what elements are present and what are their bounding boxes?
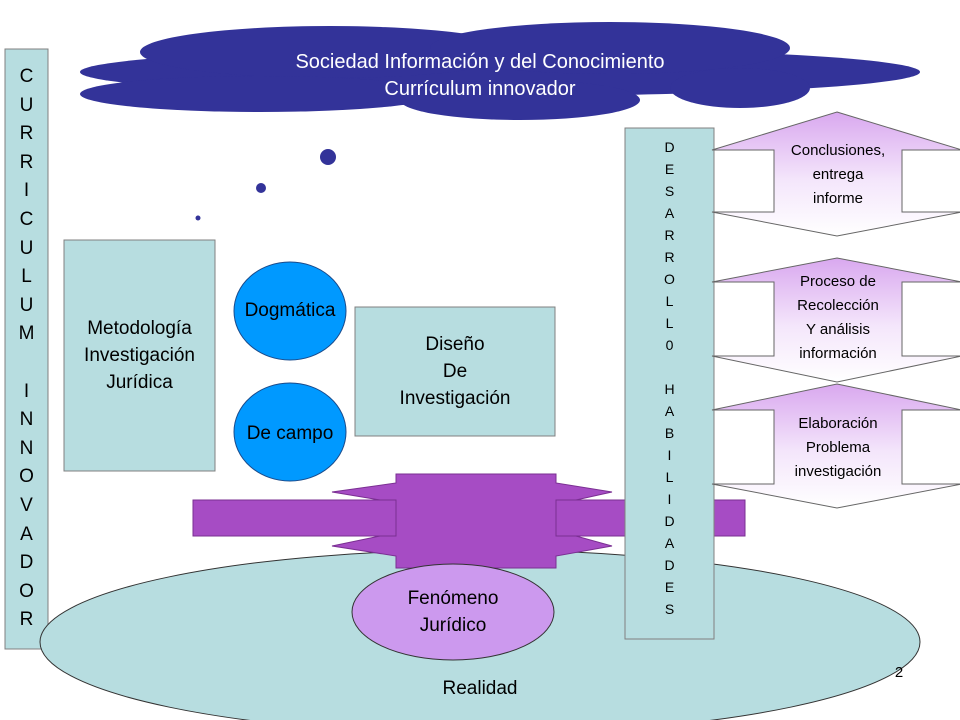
sidebar-letter: C [19,208,34,230]
metodologia-line-1: Metodología [87,318,192,339]
desarrollo-letter: D [664,557,675,573]
step-1-line-2: entrega [812,166,864,183]
sidebar-letter: V [20,494,33,516]
sidebar-letter: N [19,437,34,459]
desarrollo-letter: O [664,271,675,287]
de-campo-ellipse [233,382,347,482]
desarrollo-letter: L [665,315,674,331]
step-label-elaboracion: Elaboración Problema investigación [768,410,908,486]
fenomeno-line-2: Jurídico [419,615,487,636]
desarrollo-letter: D [664,139,675,155]
sidebar-letter: A [20,523,33,545]
sidebar-letter: C [19,66,34,87]
desarrollo-letter [625,356,714,378]
step-shape-proceso [711,257,960,383]
step-3-line-1: Elaboración [798,415,878,432]
realidad-label: Realidad [442,678,518,699]
page-number: 2 [894,663,904,681]
step-2-line-4: información [799,345,877,362]
sidebar-letter: M [18,323,35,345]
metodologia-line-2: Investigación [84,345,195,366]
desarrollo-letter: E [664,161,675,177]
sidebar-letter: U [19,94,34,116]
sidebar-letter: O [19,580,34,602]
dogmatica-label: Dogmática [244,300,336,321]
sidebar-letter: N [19,409,34,431]
fenomeno-label: Fenómeno Jurídico [352,584,554,640]
curriculum-sidebar [4,48,49,650]
step-2-line-3: Y análisis [806,321,870,338]
step-2-line-2: Recolección [797,297,879,314]
sidebar-letter: R [19,123,34,145]
de-campo-label: De campo [246,423,334,444]
cloud-title: Sociedad Información y del Conocimiento … [200,44,760,108]
desarrollo-letter: S [664,183,675,199]
desarrollo-letter: I [667,491,672,507]
desarrollo-letter: E [664,579,675,595]
sidebar-letter: D [19,552,34,574]
sidebar-letter: U [19,294,34,316]
sidebar-letter [5,349,48,378]
sidebar-letter: R [19,609,34,631]
sidebar-letter: R [19,151,34,173]
diseno-line-3: Investigación [399,388,511,409]
cloud-shape [80,22,920,120]
cloud-line-2: Currículum innovador [384,78,576,100]
sidebar-letter: I [23,380,30,402]
dogmatica-ellipse [233,261,347,361]
up-down-arrow [331,473,613,569]
step-label-conclusiones: Conclusiones, entrega informe [774,137,902,213]
step-3-line-2: Problema [805,439,871,456]
desarrollo-letter: R [664,249,675,265]
metodologia-label: Metodología Investigación Jurídica [64,240,215,471]
desarrollo-column [624,127,715,640]
metodologia-box [63,239,216,472]
diseno-line-2: De [442,361,468,382]
thought-bubbles [195,149,336,221]
desarrollo-letter: L [665,293,674,309]
step-3-line-3: investigación [794,463,882,480]
metodologia-line-3: Jurídica [106,372,173,393]
step-label-proceso: Proceso de Recolección Y análisis inform… [768,268,908,368]
desarrollo-letter: I [667,447,672,463]
sidebar-letter: I [23,180,30,202]
desarrollo-letter: R [664,227,675,243]
desarrollo-letter: D [664,513,675,529]
diseno-box [354,306,556,437]
step-1-line-1: Conclusiones, [790,142,886,159]
sidebar-letter: O [19,466,34,488]
desarrollo-letter: A [664,205,675,221]
desarrollo-letter: B [664,425,675,441]
step-2-line-1: Proceso de [800,273,876,290]
desarrollo-letter: A [664,535,675,551]
desarrollo-letter: 0 [665,337,674,353]
desarrollo-letter: S [664,601,675,617]
diseno-label: Diseño De Investigación [355,307,555,436]
sidebar-letter: L [21,266,32,288]
step-shape-elaboracion [711,383,960,509]
cloud-line-1: Sociedad Información y del Conocimiento [295,51,665,73]
desarrollo-letter: A [664,403,675,419]
fenomeno-ellipse [351,563,555,661]
step-shape-conclusiones [711,111,960,237]
diseno-line-1: Diseño [425,334,485,355]
fenomeno-line-1: Fenómeno [407,588,499,609]
desarrollo-letter: H [664,381,675,397]
sidebar-letter: U [19,237,34,259]
step-1-line-3: informe [812,190,864,207]
desarrollo-letter: L [665,469,674,485]
